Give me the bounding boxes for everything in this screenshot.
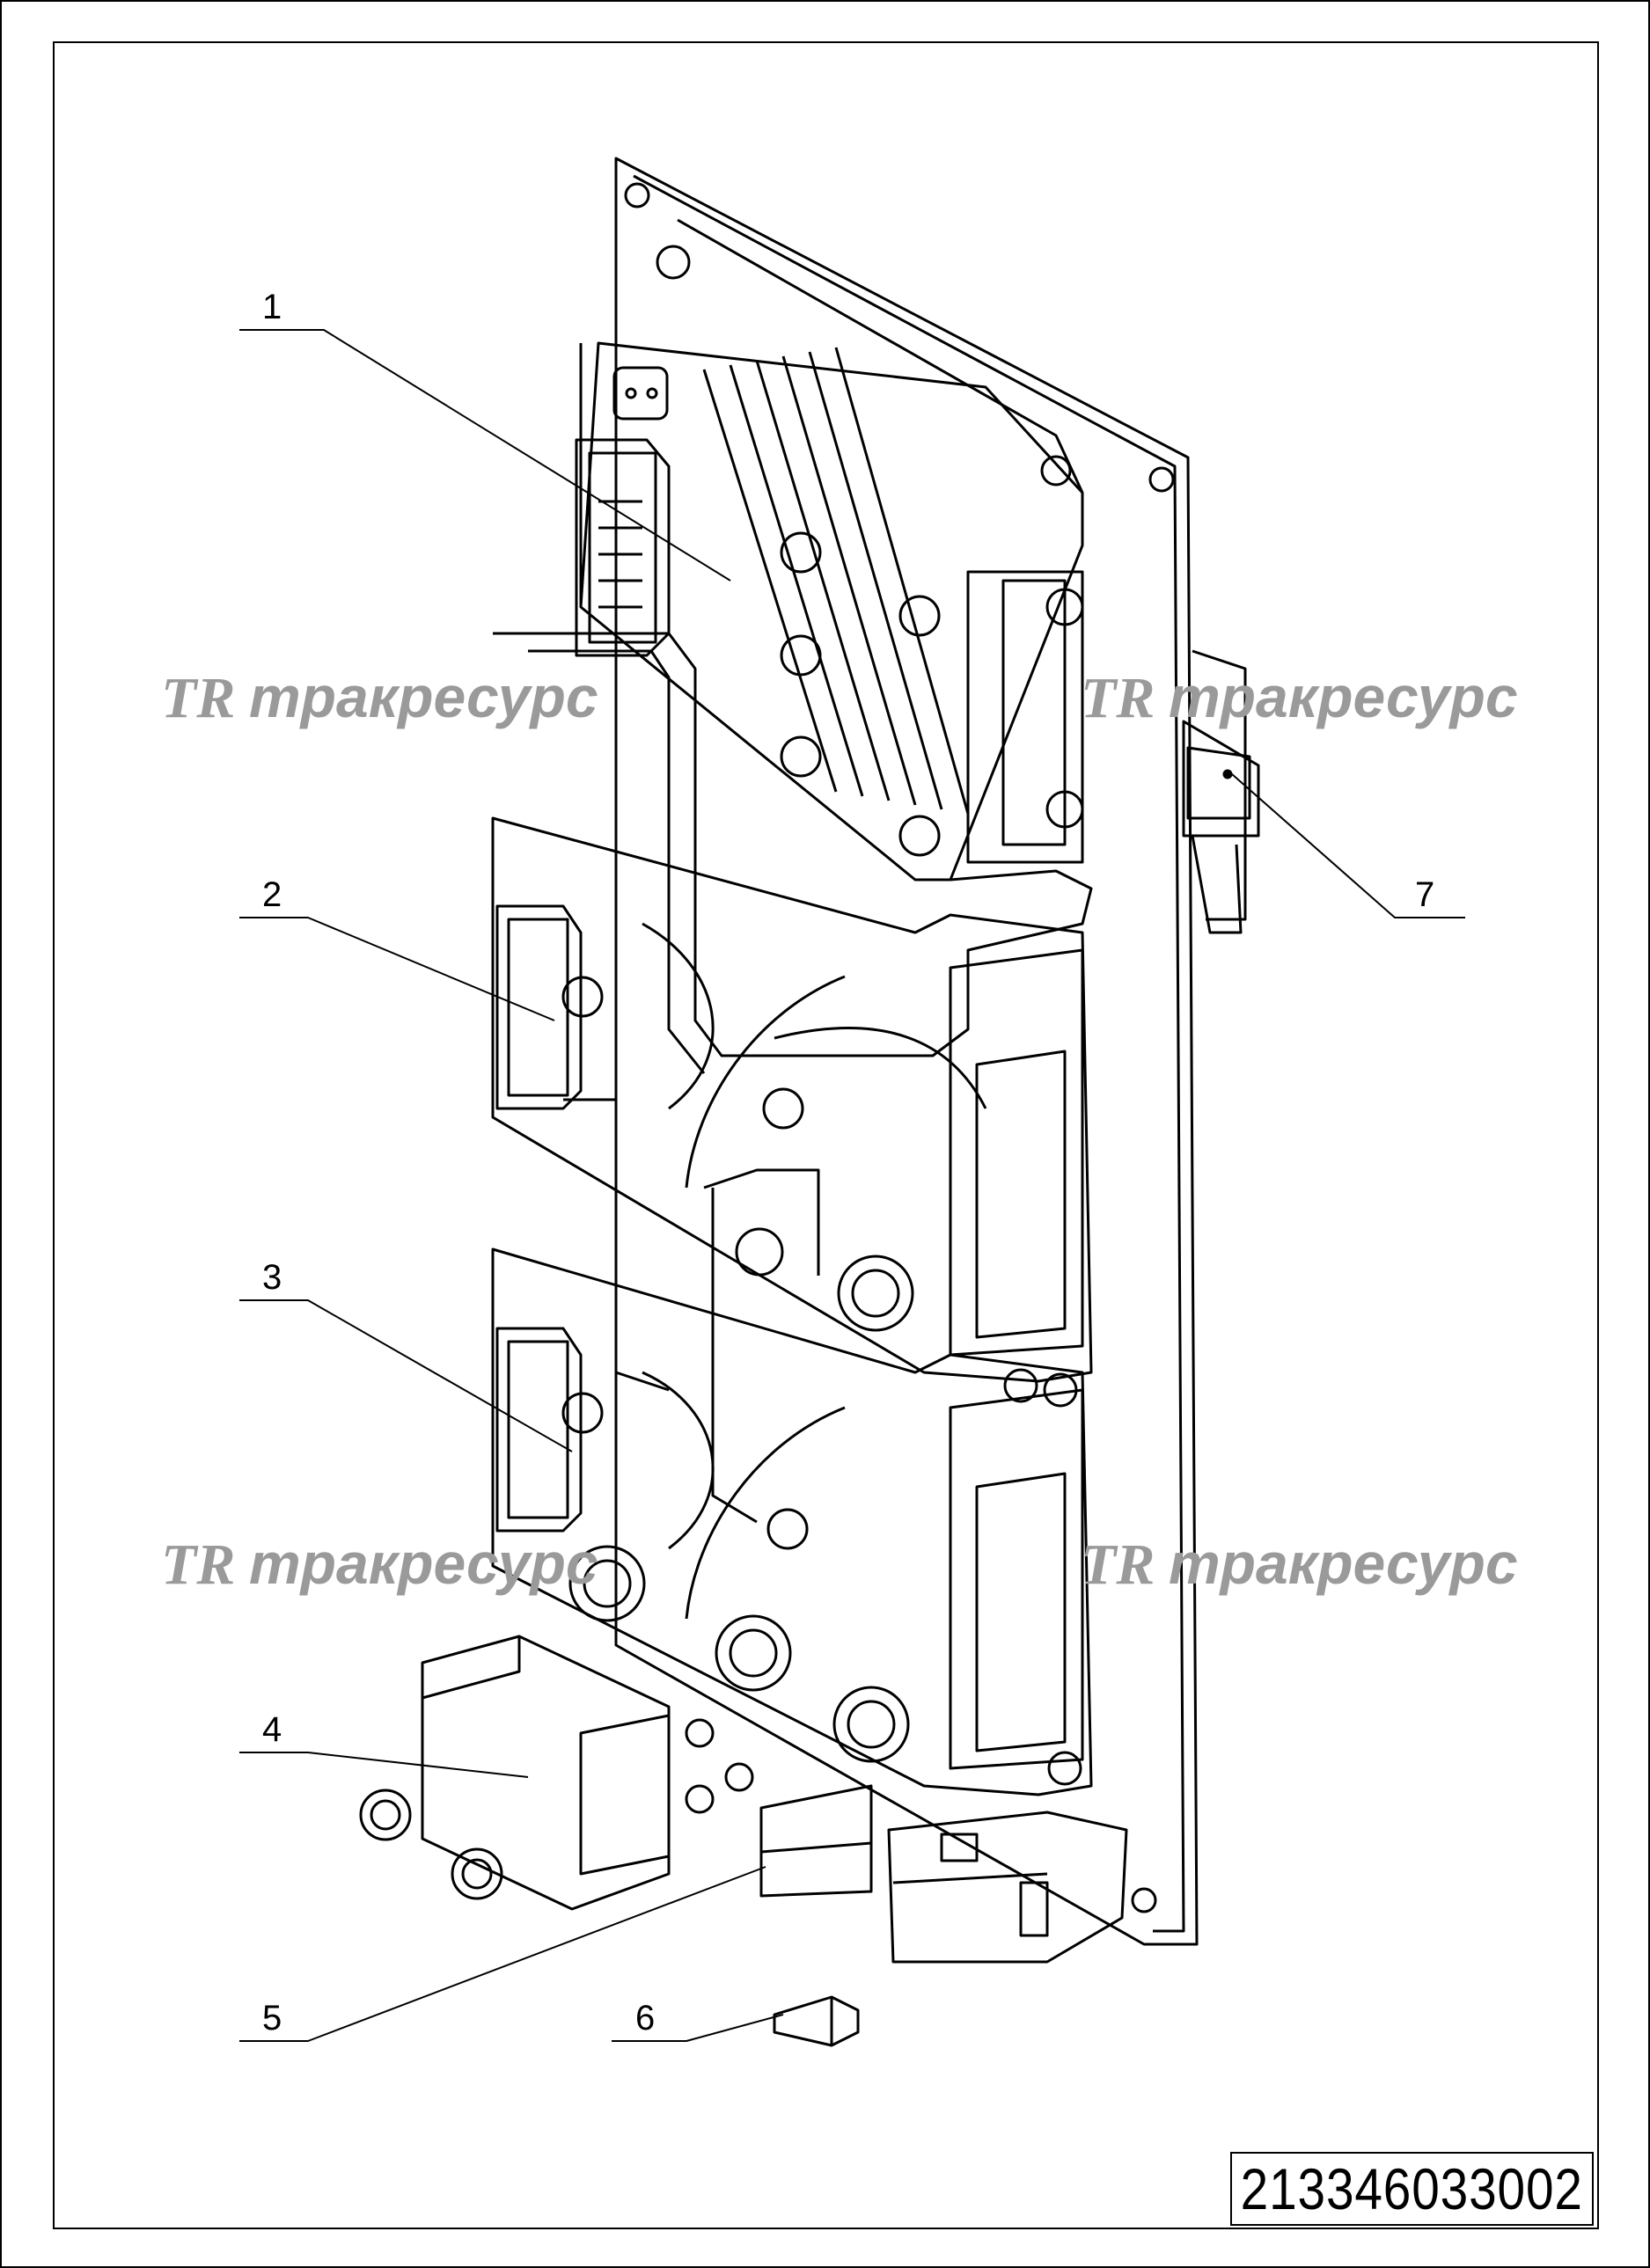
leader-3 (239, 1299, 573, 1452)
svg-text:TR: TR (1081, 1533, 1155, 1597)
bus-bars (493, 632, 1093, 1524)
leader-6 (612, 2014, 784, 2042)
contactor (359, 1635, 754, 1911)
callout-4: 4 (262, 1710, 282, 1749)
watermark-bottom-right: TR тракресурс (1081, 1531, 1518, 1597)
leader-1 (239, 329, 731, 582)
callout-1: 1 (262, 288, 282, 326)
callout-3: 3 (262, 1258, 282, 1297)
leader-lines (239, 329, 1465, 2042)
callout-7: 7 (1415, 875, 1434, 914)
callout-6: 6 (635, 1999, 655, 2038)
controller-top (575, 218, 1084, 882)
svg-text:TR: TR (1081, 666, 1155, 730)
watermark-bottom-left: TR тракресурс (161, 1531, 598, 1597)
svg-text:тракресурс: тракресурс (1169, 664, 1518, 729)
mounting-plate (614, 157, 1199, 1946)
document-number-box: 213346033002 (1230, 2152, 1594, 2226)
watermark-top-right: TR тракресурс (1081, 664, 1518, 730)
fuse-holder (1182, 649, 1260, 934)
svg-text:тракресурс: тракресурс (249, 1531, 598, 1596)
leader-2 (239, 917, 555, 1021)
fuse-block (759, 1784, 1128, 1964)
callout-5: 5 (262, 1999, 282, 2038)
callouts: 1 2 3 4 5 6 7 (262, 288, 1434, 2038)
watermark-top-left: TR тракресурс (161, 664, 598, 730)
callout-2: 2 (262, 875, 282, 914)
controller-middle (491, 816, 1093, 1383)
mini-fuse (773, 1995, 860, 2047)
document-number: 213346033002 (1240, 2156, 1584, 2221)
leader-5 (239, 1866, 766, 2042)
svg-text:TR: TR (161, 666, 235, 730)
svg-text:тракресурс: тракресурс (249, 664, 598, 729)
leader-7 (1231, 773, 1465, 918)
svg-text:TR: TR (161, 1533, 235, 1597)
svg-text:тракресурс: тракресурс (1169, 1531, 1518, 1596)
inner-border (53, 41, 1599, 2229)
controller-lower (491, 1247, 1093, 1796)
watermarks: TR тракресурс TR тракресурс TR тракресур… (161, 664, 1518, 1597)
leader-4 (239, 1752, 529, 1778)
